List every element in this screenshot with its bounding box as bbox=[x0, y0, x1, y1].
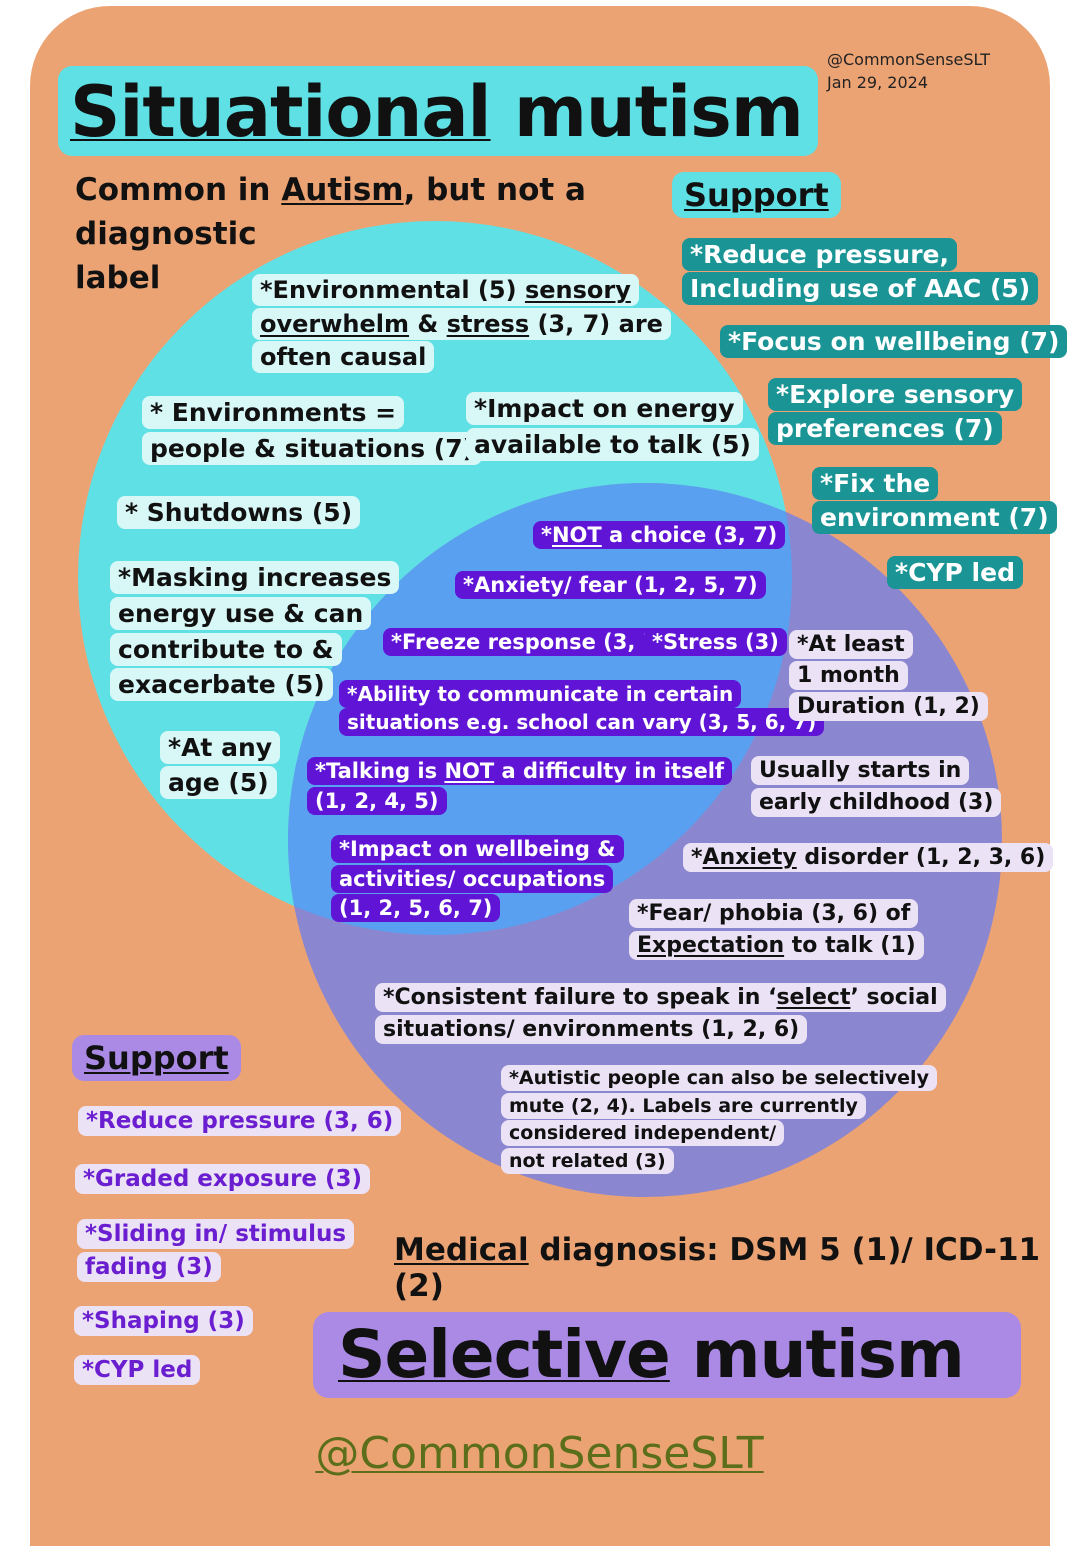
situational-support-heading: Support bbox=[672, 172, 841, 218]
medical-diagnosis: Medical diagnosis: DSM 5 (1)/ ICD-11 (2) bbox=[394, 1232, 1041, 1304]
label-autistic-selectively-mute: *Autistic people can also be selectively… bbox=[501, 1065, 937, 1176]
support-shaping: *Shaping (3) bbox=[74, 1306, 253, 1336]
handle-small: @CommonSenseSLT bbox=[827, 50, 991, 69]
post-date: Jan 29, 2024 bbox=[827, 73, 928, 93]
title-selective-mutism: Selective mutism bbox=[338, 1315, 965, 1394]
label-freeze-response: *Freeze response (3, 7) bbox=[383, 628, 675, 657]
title-bottom-banner bbox=[313, 1312, 1021, 1398]
overlap-region bbox=[288, 483, 792, 935]
intro-text: Common in Autism, but not a diagnostic l… bbox=[75, 172, 586, 297]
label-anxiety-disorder: *Anxiety disorder (1, 2, 3, 6) bbox=[683, 843, 1054, 872]
title-situational-mutism: Situational mutism bbox=[70, 70, 804, 154]
support-cyp-led-selective: *CYP led bbox=[74, 1355, 201, 1385]
support-cyp-led-situational: *CYP led bbox=[887, 556, 1023, 589]
support-reduce-pressure-selective: *Reduce pressure (3, 6) bbox=[78, 1106, 402, 1136]
autism-link: Autism bbox=[281, 172, 404, 208]
label-environments-people: * Environments =people & situations (7) bbox=[142, 395, 483, 466]
header-meta: @CommonSenseSLT Jan 29, 2024 bbox=[827, 48, 990, 94]
support-graded-exposure: *Graded exposure (3) bbox=[75, 1164, 371, 1194]
label-not-a-choice: *NOT a choice (3, 7) bbox=[533, 521, 786, 550]
handle-large: @CommonSenseSLT bbox=[315, 1428, 764, 1479]
label-anxiety-fear: *Anxiety/ fear (1, 2, 5, 7) bbox=[455, 571, 766, 600]
label-stress: *Stress (3) bbox=[644, 628, 787, 657]
label-shutdowns: * Shutdowns (5) bbox=[117, 496, 361, 529]
label-talking-not-difficulty: *Talking is NOT a difficulty in itself(1… bbox=[307, 757, 733, 817]
title-word-mutism-bottom: mutism bbox=[691, 1316, 965, 1393]
support-focus-wellbeing: *Focus on wellbeing (7) bbox=[720, 325, 1068, 358]
label-impact-wellbeing: *Impact on wellbeing &activities/ occupa… bbox=[331, 835, 624, 924]
title-word-situational: Situational bbox=[70, 71, 492, 153]
support-reduce-pressure-aac: *Reduce pressure,Including use of AAC (5… bbox=[682, 238, 1039, 306]
label-consistent-failure: *Consistent failure to speak in ‘select’… bbox=[375, 982, 946, 1045]
selective-support-heading: Support bbox=[72, 1035, 241, 1081]
title-word-selective: Selective bbox=[338, 1316, 671, 1393]
title-top-banner bbox=[58, 66, 818, 156]
title-word-mutism: mutism bbox=[513, 71, 804, 153]
